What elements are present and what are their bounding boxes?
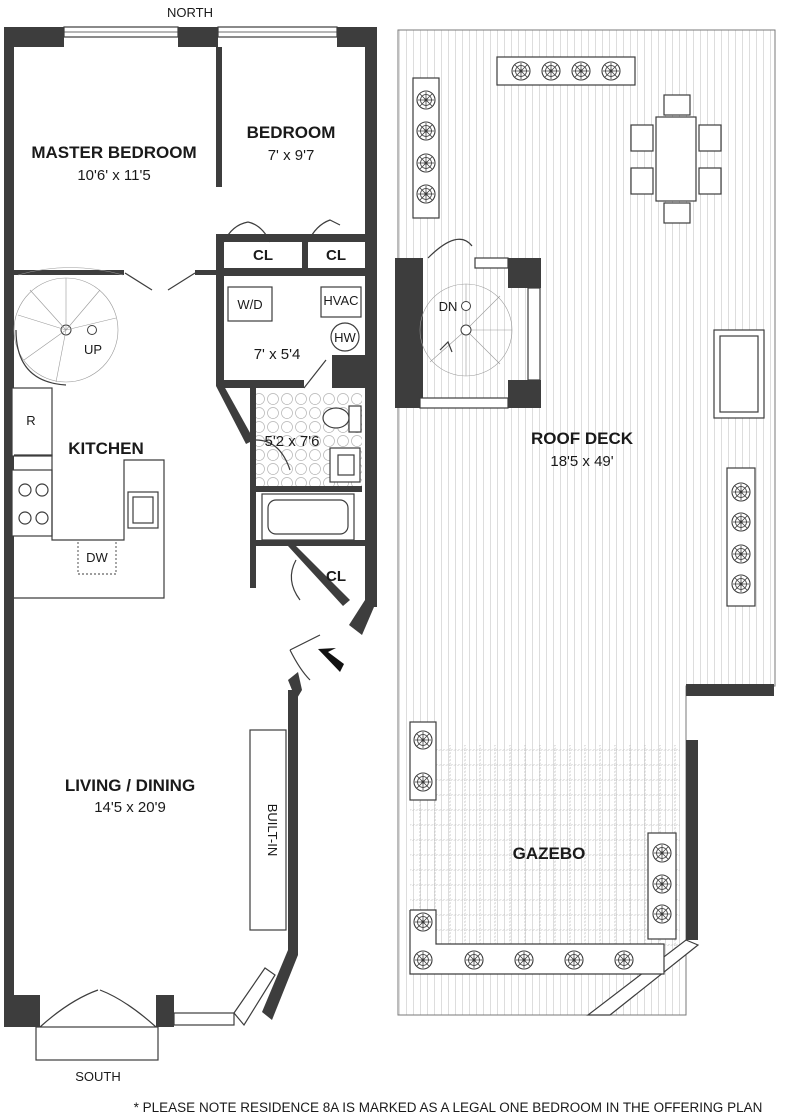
stair-down-label: DN [439, 299, 458, 314]
bath-dims: 5'2 x 7'6 [265, 433, 320, 450]
master-bedroom-name: MASTER BEDROOM [31, 143, 196, 162]
closet-1-label: CL [253, 247, 273, 264]
kitchen-name: KITCHEN [68, 439, 144, 458]
closet-3-label: CL [326, 568, 346, 585]
living-name: LIVING / DINING [65, 776, 195, 795]
laundry-dims: 7' x 5'4 [254, 346, 301, 363]
roof-deck-plan [395, 29, 776, 1016]
closet-2-label: CL [326, 247, 346, 264]
stair-up-label: UP [84, 342, 102, 357]
hvac-label: HVAC [323, 293, 358, 308]
footnote: * PLEASE NOTE RESIDENCE 8A IS MARKED AS … [134, 1100, 763, 1115]
fridge-label: R [26, 413, 35, 428]
gazebo-name: GAZEBO [513, 844, 586, 863]
bedroom-name: BEDROOM [247, 123, 336, 142]
washer-dryer-label: W/D [237, 297, 262, 312]
roof-deck-dims: 18'5 x 49' [550, 453, 613, 470]
south-label: SOUTH [75, 1069, 121, 1084]
roof-deck-name: ROOF DECK [531, 429, 634, 448]
master-bedroom-dims: 10'6' x 11'5 [77, 167, 150, 184]
north-label: NORTH [167, 5, 213, 20]
dishwasher-label: DW [86, 550, 108, 565]
apartment-plan [4, 26, 377, 1061]
bedroom-dims: 7' x 9'7 [268, 147, 315, 164]
living-dims: 14'5 x 20'9 [94, 799, 166, 816]
water-heater-label: HW [334, 330, 356, 345]
builtin-label: BUILT-IN [265, 804, 280, 857]
